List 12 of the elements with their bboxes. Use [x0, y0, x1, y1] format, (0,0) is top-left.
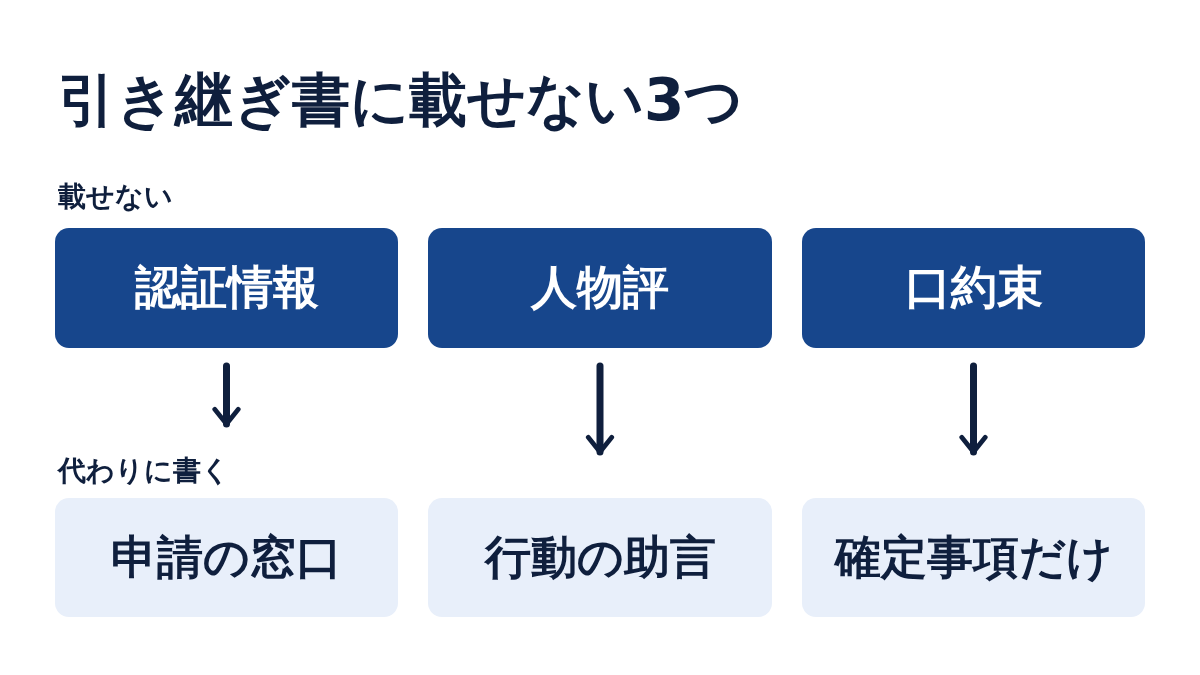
- alternative-box: 行動の助言: [428, 498, 772, 617]
- item-box: 口約束: [802, 228, 1145, 348]
- arrow: [585, 362, 615, 456]
- title: 引き継ぎ書に載せない3つ: [58, 65, 744, 136]
- item-box: 人物評: [428, 228, 772, 348]
- item-box: 認証情報: [55, 228, 398, 348]
- alternative-box: 申請の窓口: [55, 498, 398, 617]
- section-label: 代わりに書く: [58, 453, 230, 489]
- arrow: [959, 362, 988, 456]
- alternative-box: 確定事項だけ: [802, 498, 1145, 617]
- arrow: [212, 362, 241, 428]
- section-label: 載せない: [58, 179, 173, 215]
